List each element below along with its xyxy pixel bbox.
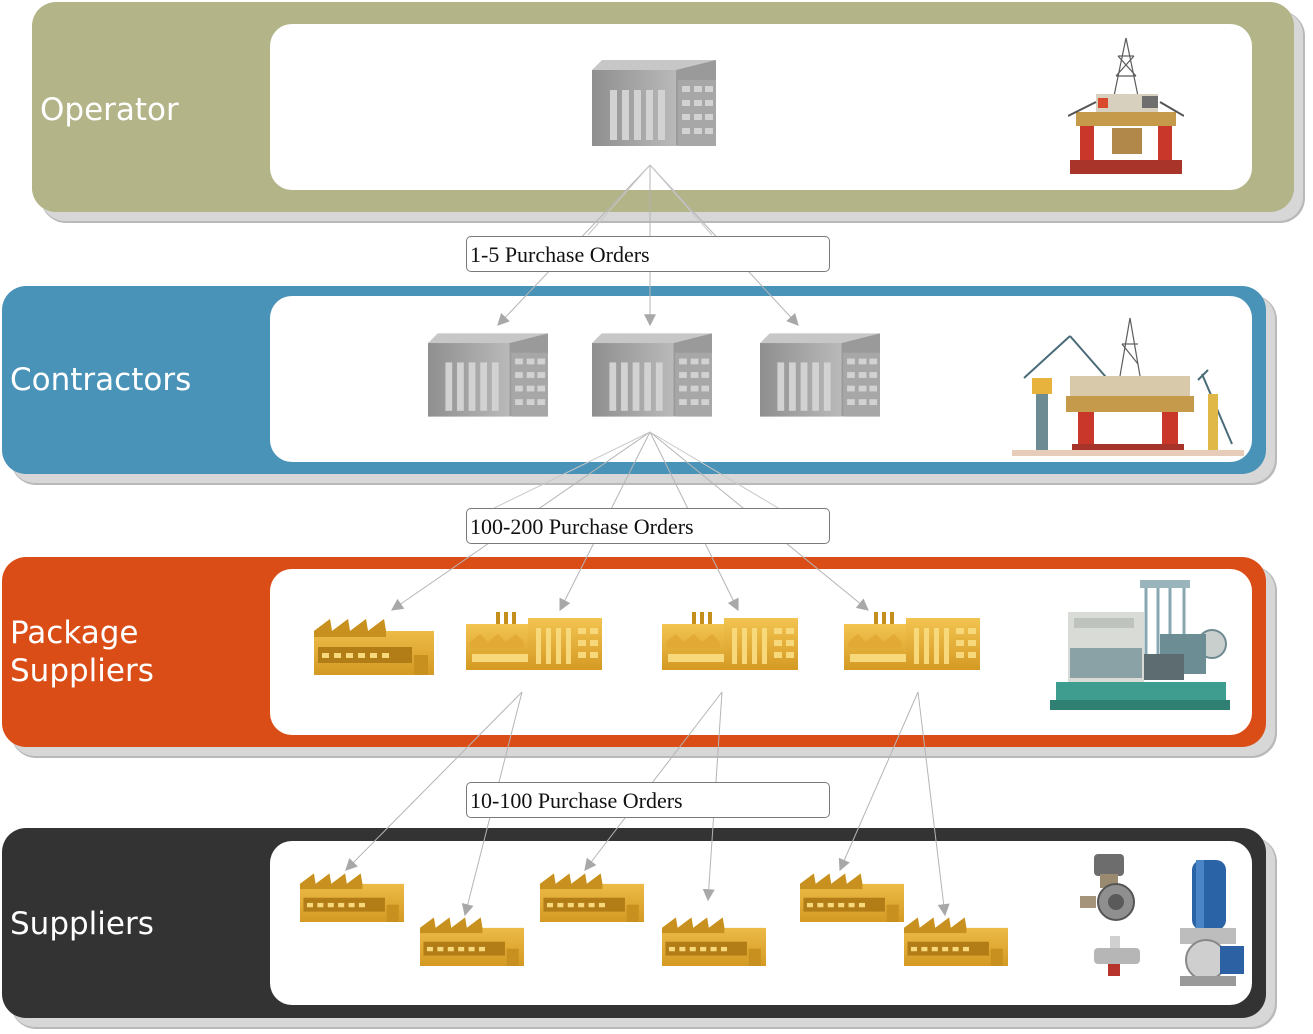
office-building-icon — [592, 332, 712, 418]
tier-title: Operator — [40, 92, 179, 128]
connector-line — [345, 691, 523, 871]
factory-icon — [420, 912, 524, 968]
tier-title: Package Suppliers — [10, 615, 154, 689]
factory-icon — [662, 912, 766, 968]
valves-and-pump-photo — [1080, 854, 1244, 986]
compressor-package-photo — [1050, 580, 1230, 710]
tier-title: Contractors — [10, 362, 192, 398]
tier-title: Suppliers — [10, 906, 154, 942]
connector-line — [838, 691, 919, 872]
semi-submersible-rig-photo — [1068, 37, 1184, 174]
factory-icon — [800, 868, 904, 924]
connector-line — [584, 691, 723, 871]
industrial-plant-icon — [466, 612, 602, 670]
connector-line — [917, 691, 950, 917]
office-building-icon — [428, 332, 548, 418]
factory-icon — [904, 912, 1008, 968]
shipyard-cranes-photo — [1012, 317, 1244, 456]
industrial-plant-icon — [844, 612, 980, 670]
office-building-icon — [592, 60, 716, 146]
factory-icon — [300, 868, 404, 924]
flow-label: 10-100 Purchase Orders — [466, 782, 830, 818]
industrial-plant-icon — [662, 612, 798, 670]
office-building-icon — [760, 332, 880, 418]
flow-label: 100-200 Purchase Orders — [466, 508, 830, 544]
factory-icon — [314, 615, 434, 675]
flow-label: 1-5 Purchase Orders — [466, 236, 830, 272]
factory-icon — [540, 868, 644, 924]
